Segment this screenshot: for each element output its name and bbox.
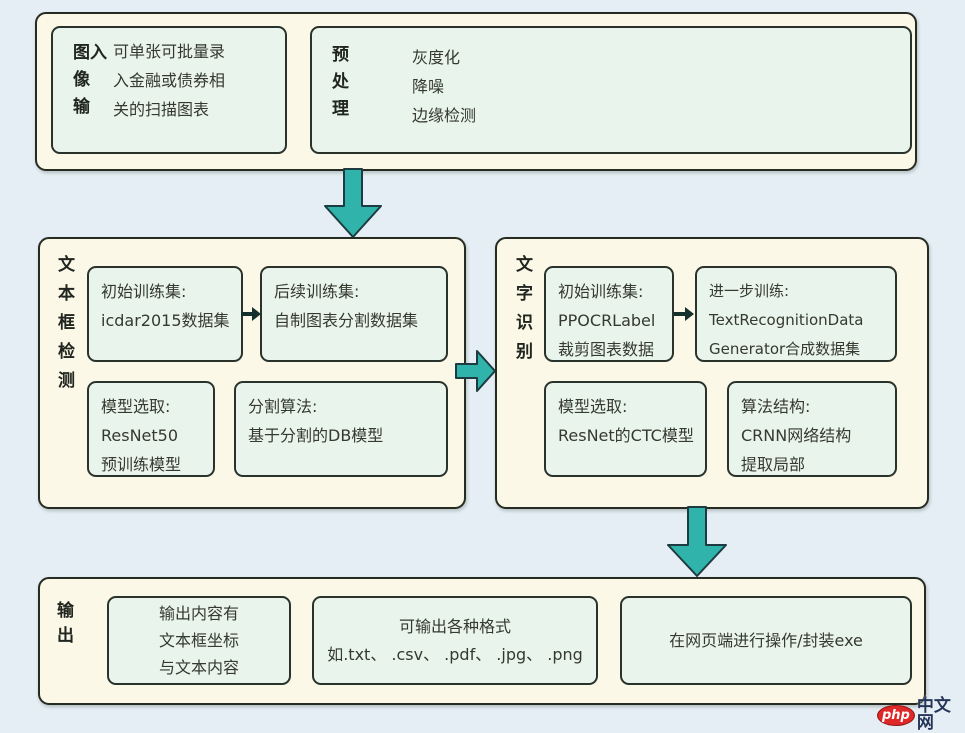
preprocess-items: 灰度化 降噪 边缘检测 bbox=[412, 37, 898, 130]
image-input-label: 图像输入 bbox=[69, 43, 106, 124]
preprocess-item: 降噪 bbox=[412, 77, 445, 96]
watermark-text: 中文网 bbox=[916, 696, 951, 733]
recognition-structure-box: 算法结构: CRNN网络结构 提取局部 bbox=[727, 381, 897, 477]
php-logo-icon: php bbox=[877, 704, 915, 726]
down-arrow-icon bbox=[324, 168, 382, 238]
text-recognition-label: 文字识别 bbox=[512, 255, 532, 371]
output-panel: 输出 输出内容有 文本框坐标 与文本内容 可输出各种格式 如.txt、 .csv… bbox=[38, 577, 926, 705]
detection-algorithm-box: 分割算法: 基于分割的DB模型 bbox=[234, 381, 448, 477]
detection-initial-trainset-box: 初始训练集: icdar2015数据集 bbox=[87, 266, 243, 362]
output-formats-box: 可输出各种格式 如.txt、 .csv、 .pdf、 .jpg、 .png bbox=[312, 596, 598, 685]
preprocess-label: 预处理 bbox=[328, 45, 348, 126]
input-preprocess-panel: 图像输入 可单张可批量录 入金融或债券相 关的扫描图表 预处理 灰度化 降噪 边… bbox=[35, 12, 917, 171]
connector-arrow-icon bbox=[241, 307, 261, 321]
recognition-model-box: 模型选取: ResNet的CTC模型 bbox=[544, 381, 707, 477]
output-content-box: 输出内容有 文本框坐标 与文本内容 bbox=[107, 596, 291, 685]
output-web-box: 在网页端进行操作/封装exe bbox=[620, 596, 912, 685]
image-input-box: 图像输入 可单张可批量录 入金融或债券相 关的扫描图表 bbox=[51, 26, 287, 154]
text-recognition-panel: 文字识别 初始训练集: PPOCRLabel 裁剪图表数据 进一步训练: Tex… bbox=[495, 237, 929, 509]
text-detection-panel: 文本框检测 初始训练集: icdar2015数据集 后续训练集: 自制图表分割数… bbox=[38, 237, 466, 509]
preprocess-item: 灰度化 bbox=[412, 48, 461, 67]
output-label: 输出 bbox=[53, 601, 73, 651]
down-arrow-icon bbox=[667, 506, 727, 577]
watermark: php 中文网 bbox=[877, 698, 965, 732]
detection-followup-trainset-box: 后续训练集: 自制图表分割数据集 bbox=[260, 266, 448, 362]
right-arrow-icon bbox=[455, 350, 496, 392]
image-input-text: 可单张可批量录 入金融或债券相 关的扫描图表 bbox=[113, 42, 226, 119]
recognition-further-training-box: 进一步训练: TextRecognitionData Generator合成数据… bbox=[695, 266, 897, 362]
preprocess-box: 预处理 灰度化 降噪 边缘检测 bbox=[310, 26, 912, 154]
detection-model-box: 模型选取: ResNet50 预训练模型 bbox=[87, 381, 215, 477]
connector-arrow-icon bbox=[674, 307, 694, 321]
preprocess-item: 边缘检测 bbox=[412, 106, 477, 125]
text-detection-label: 文本框检测 bbox=[54, 255, 74, 400]
recognition-initial-trainset-box: 初始训练集: PPOCRLabel 裁剪图表数据 bbox=[544, 266, 674, 362]
